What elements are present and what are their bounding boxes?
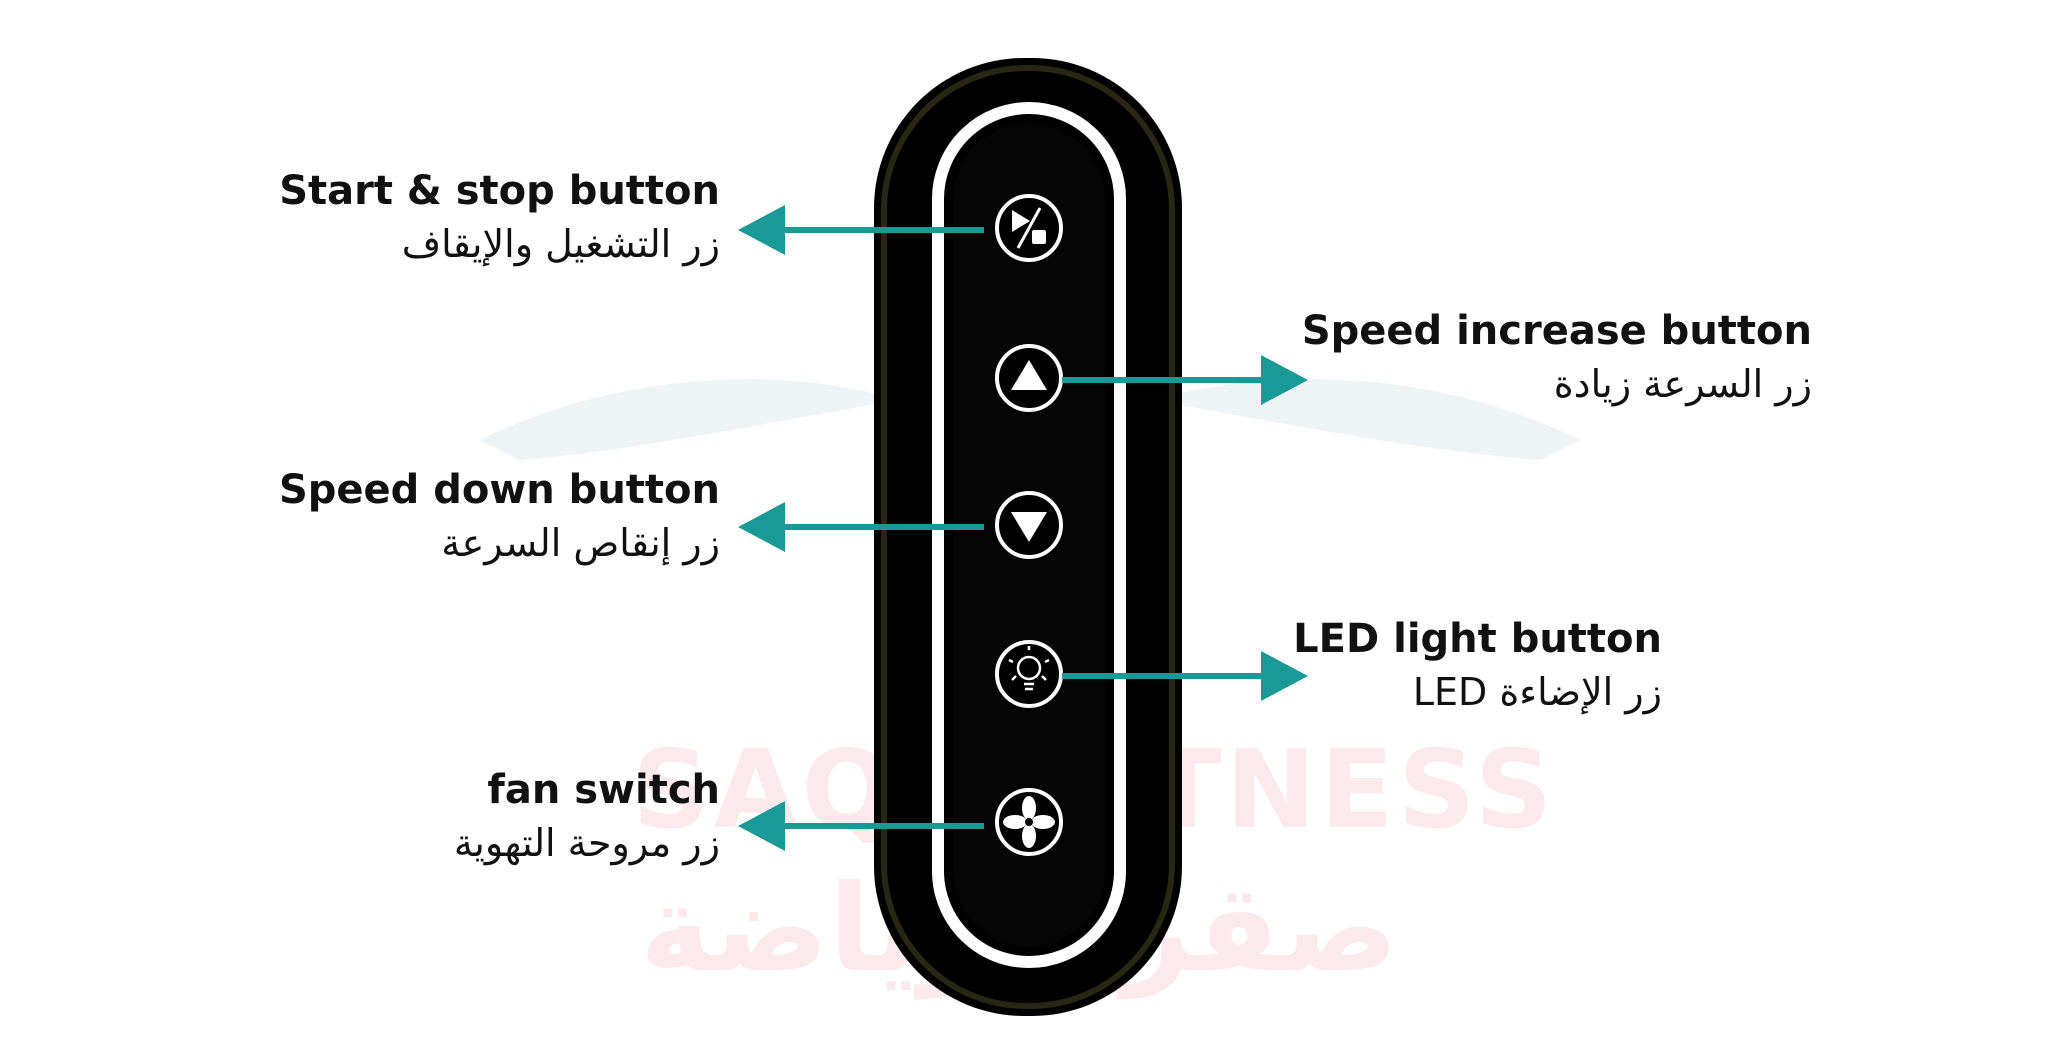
- arrow-fan-switch: [738, 801, 984, 851]
- speed-increase-button[interactable]: [995, 344, 1063, 412]
- label-start-stop: Start & stop button زر التشغيل والإيقاف: [279, 166, 720, 272]
- label-speed-increase-arabic: زر السرعة زيادة: [1553, 362, 1812, 406]
- label-start-stop-english: Start & stop button: [279, 168, 720, 214]
- label-speed-increase: Speed increase button زر السرعة زيادة: [1230, 306, 1812, 412]
- watermark-wing-left: [480, 379, 900, 460]
- watermark-wing-right: [1150, 379, 1580, 460]
- label-fan-switch-arabic: زر مروحة التهوية: [453, 821, 720, 865]
- speed-down-button[interactable]: [995, 491, 1063, 559]
- led-light-button[interactable]: [995, 640, 1063, 708]
- label-start-stop-arabic: زر التشغيل والإيقاف: [401, 222, 720, 266]
- panel-outer-rim: [881, 65, 1175, 1009]
- label-speed-down: Speed down button زر إنقاص السرعة: [279, 465, 720, 571]
- label-led-light: LED light button زر الإضاءة LED: [1230, 614, 1662, 720]
- fan-icon: [1003, 796, 1055, 848]
- label-speed-increase-english: Speed increase button: [1301, 308, 1812, 354]
- fan-switch-button[interactable]: [995, 788, 1063, 856]
- label-fan-switch: fan switch زر مروحة التهوية: [454, 765, 720, 871]
- label-led-light-english: LED light button: [1293, 616, 1662, 662]
- arrow-led-light: [1062, 651, 1308, 701]
- play-stop-icon: [1012, 207, 1046, 249]
- panel-glow-ring: [932, 102, 1126, 968]
- up-triangle-icon: [1011, 360, 1047, 390]
- arrow-start-stop: [738, 205, 984, 255]
- label-fan-switch-english: fan switch: [487, 767, 720, 813]
- label-speed-down-english: Speed down button: [278, 467, 720, 513]
- start-stop-button[interactable]: [995, 194, 1063, 262]
- bulb-icon: [1008, 646, 1050, 691]
- arrow-speed-increase: [1062, 355, 1308, 405]
- down-triangle-icon: [1011, 512, 1047, 542]
- arrow-speed-down: [738, 502, 984, 552]
- label-speed-down-arabic: زر إنقاص السرعة: [441, 521, 720, 565]
- label-led-light-arabic: زر الإضاءة LED: [1412, 670, 1662, 714]
